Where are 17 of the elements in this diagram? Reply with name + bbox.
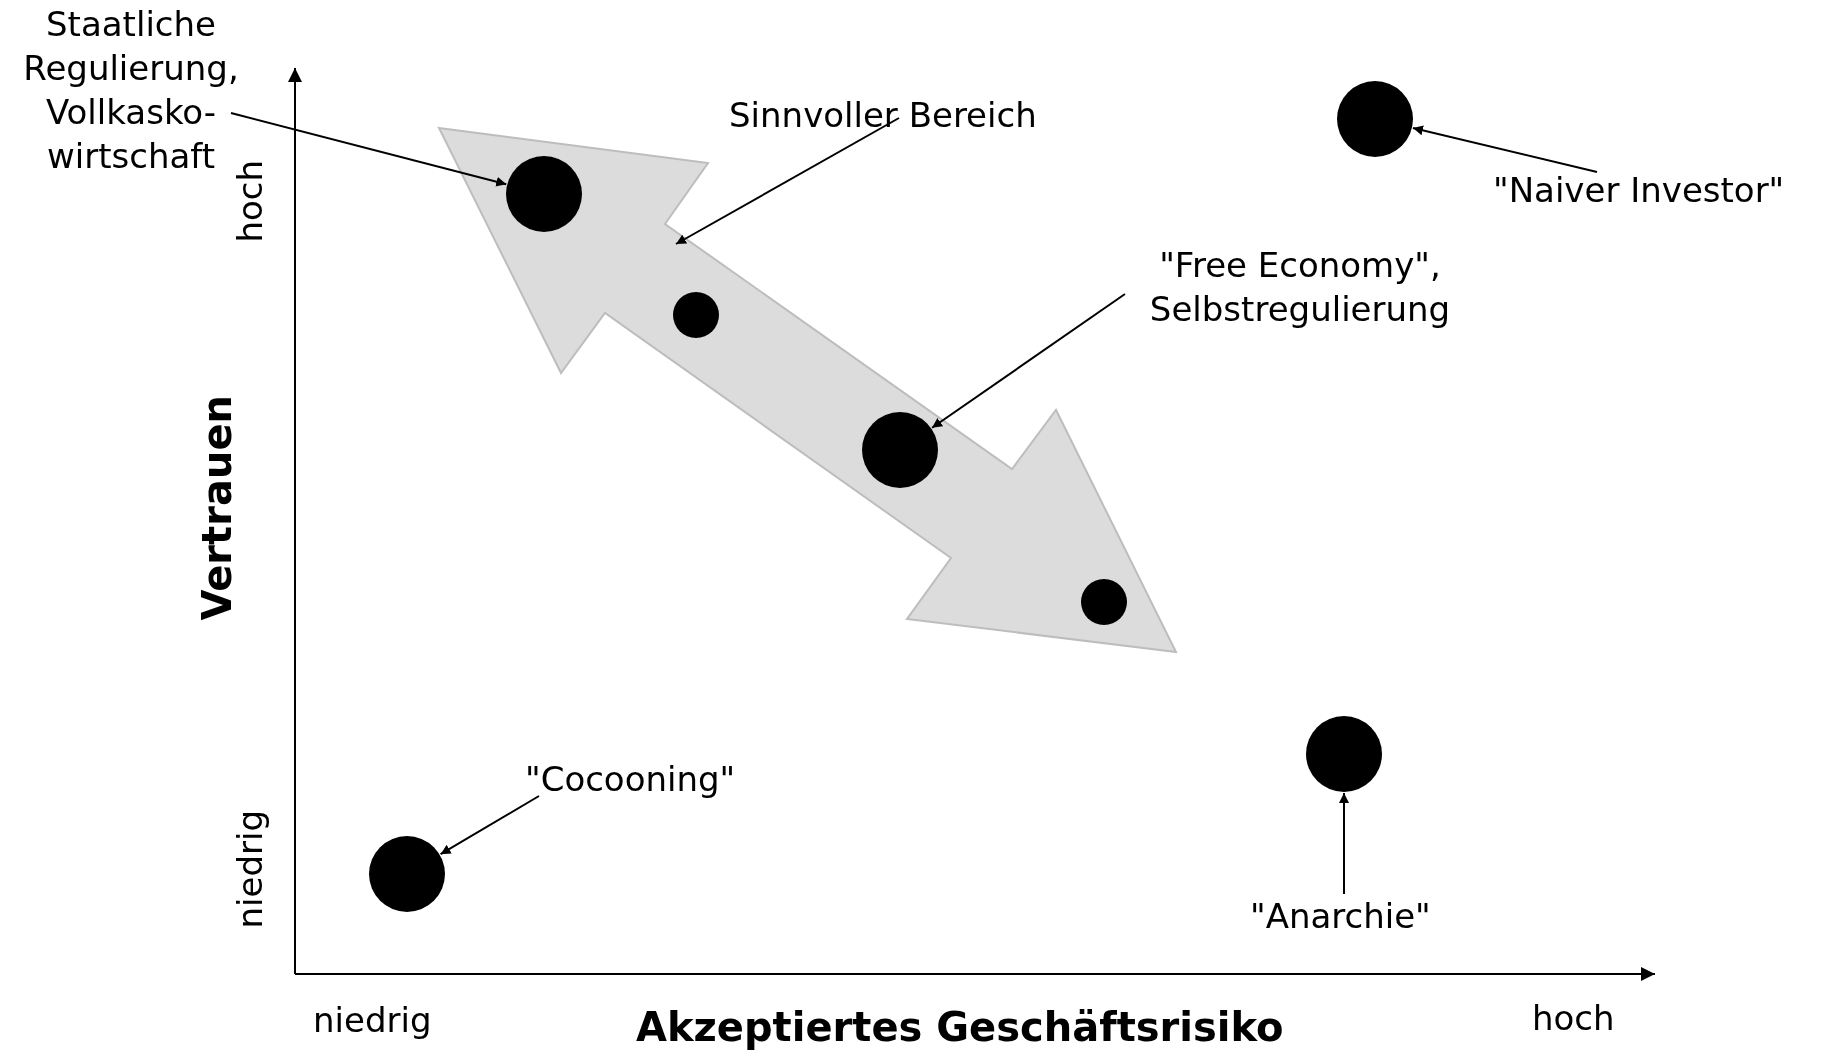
axis-tick-label: hoch xyxy=(229,160,271,243)
axis-title: Vertrauen xyxy=(195,395,239,621)
leader-arrow xyxy=(675,117,900,245)
axis-tick-label: niedrig xyxy=(229,810,271,929)
leader-arrow xyxy=(1339,792,1349,895)
callout-text: "Naiver Investor" xyxy=(1493,168,1785,212)
axis-tick-label: niedrig xyxy=(313,999,432,1042)
callout-text: "Free Economy", Selbstregulierung xyxy=(1125,243,1475,331)
callout-text: Sinnvoller Bereich xyxy=(729,93,1037,137)
axis-title: Akzeptiertes Geschäftsrisiko xyxy=(636,1005,1284,1049)
callout-text: "Anarchie" xyxy=(1250,894,1431,938)
axis-tick-label: hoch xyxy=(1532,997,1615,1040)
leader-arrow xyxy=(931,293,1126,429)
callout-text: "Cocooning" xyxy=(525,757,736,801)
leader-arrow xyxy=(439,795,540,856)
leader-arrow xyxy=(1411,125,1598,173)
leader-arrow xyxy=(230,112,508,187)
